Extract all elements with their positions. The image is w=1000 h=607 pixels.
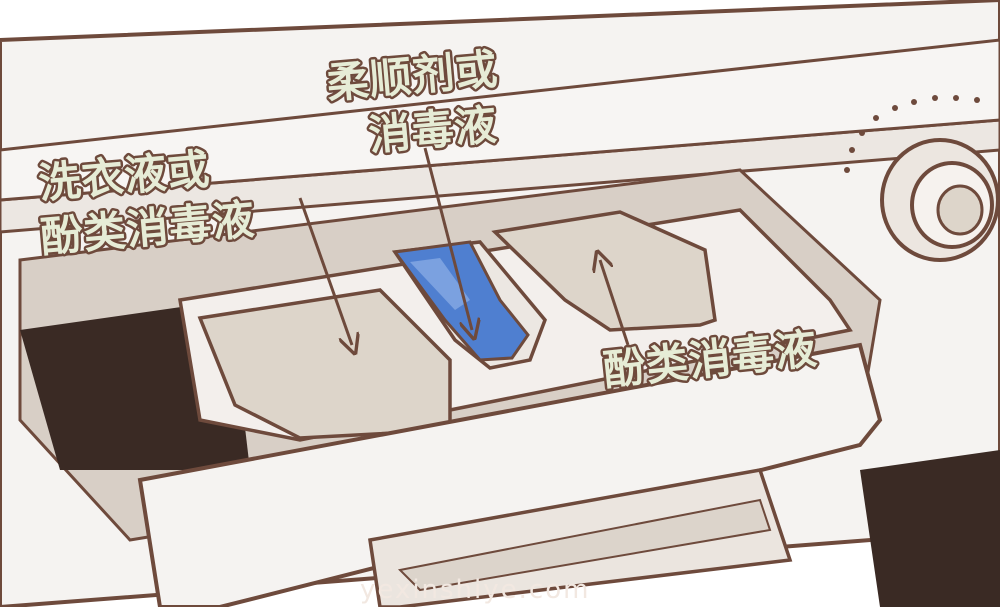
label-softener-line2: 消毒液	[367, 100, 500, 160]
top-cover	[0, 38, 1000, 202]
arrow-to-main-wash	[298, 197, 352, 345]
liquid-highlight	[410, 258, 470, 310]
machine-base-shadow	[860, 450, 1000, 607]
arrow-to-prewash	[600, 260, 630, 346]
knob-dial-dots	[844, 95, 980, 173]
handle-inner	[397, 498, 772, 592]
arrow-to-softener	[423, 147, 472, 330]
drawer-front	[137, 342, 883, 607]
control-knob	[880, 138, 1000, 262]
watermark: yexinshiye.com	[360, 575, 590, 605]
